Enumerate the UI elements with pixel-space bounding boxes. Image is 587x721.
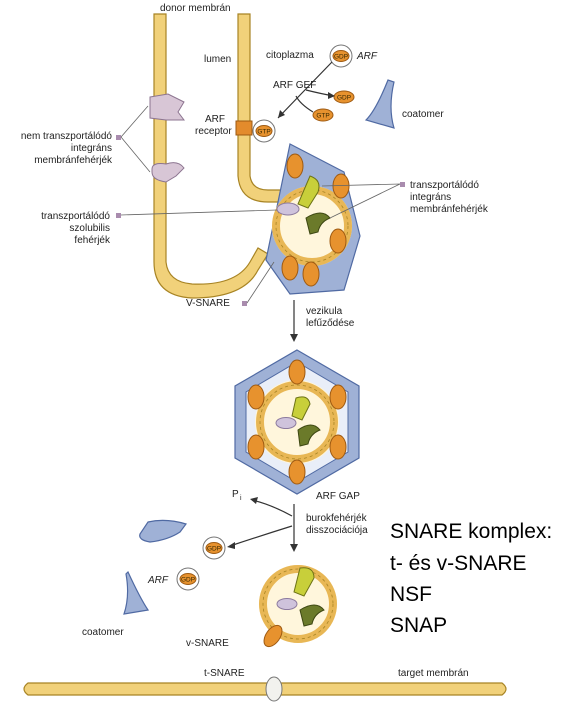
- gtp-bind-arrow: [295, 95, 314, 113]
- gdp-pill-bottom: GDP: [176, 567, 200, 591]
- coatomer-bottom-lower: [123, 570, 150, 615]
- donor-membrane-label: donor membrán: [160, 3, 231, 14]
- soluble-label-2: szolubilis: [69, 223, 110, 234]
- pointer-square-nontransported: [116, 135, 121, 140]
- svg-text:GDP: GDP: [181, 577, 195, 584]
- arf-receptor-label-2: receptor: [195, 126, 232, 137]
- uncoated-vesicle: [259, 565, 337, 648]
- uncoating-label-1: burokfehérjék: [306, 513, 368, 524]
- gdp-released: GDP: [333, 90, 355, 104]
- integral-label-2: integráns: [410, 192, 451, 203]
- lumen-label: lumen: [204, 54, 231, 65]
- gtp-pill-receptor: GTP: [252, 119, 276, 143]
- coatomer-bottom-upper: [139, 519, 187, 543]
- gdp-pill-top: GDP: [329, 44, 353, 68]
- pointer-square-integral: [400, 182, 405, 187]
- integral-label-3: membránfehérjék: [410, 204, 489, 215]
- cargo-yellow-green: [297, 175, 320, 209]
- snare-complex-line3: NSF: [390, 583, 432, 606]
- soluble-label-3: fehérjék: [74, 235, 111, 246]
- target-membrane-label: target membrán: [398, 668, 469, 679]
- pi-arrow: [251, 499, 293, 517]
- cytoplasm-label: citoplazma: [266, 50, 314, 61]
- vsnare-top-label: V-SNARE: [186, 298, 230, 309]
- svg-text:i: i: [240, 495, 242, 502]
- budding-vesicle: [265, 143, 361, 295]
- gtp-label: GTP: [257, 129, 270, 136]
- snare-complex-line4: SNAP: [390, 614, 447, 637]
- target-membrane: [23, 682, 507, 696]
- arf-top-label: ARF: [356, 51, 378, 62]
- non-transported-label-3: membránfehérjék: [34, 155, 113, 166]
- non-transported-protein-2: [151, 162, 185, 183]
- non-transported-label-2: integráns: [71, 143, 112, 154]
- arf-receptor: [235, 120, 253, 136]
- gdp-release-bottom-arrow: [229, 525, 293, 547]
- arf-gap-label: ARF GAP: [316, 491, 360, 502]
- pointer-square-vsnare: [242, 301, 247, 306]
- cargo-olive: [305, 212, 331, 235]
- svg-text:GDP: GDP: [337, 95, 351, 102]
- svg-text:GTP: GTP: [316, 113, 329, 120]
- pointer-square-soluble: [116, 213, 121, 218]
- coated-vesicle: [234, 349, 360, 495]
- arf-gef-label: ARF GEF: [273, 80, 316, 91]
- uncoating-label-2: disszociációja: [306, 525, 368, 536]
- integral-label-1: transzportálódó: [410, 180, 479, 191]
- budding-label-1: vezikula: [306, 306, 343, 317]
- pi-label: P: [232, 489, 239, 500]
- budding-label-2: lefűződése: [306, 318, 355, 329]
- coatomer-bottom-label: coatomer: [82, 627, 124, 638]
- coatomer-top-label: coatomer: [402, 109, 444, 120]
- gtp-free: GTP: [312, 108, 334, 122]
- donor-membrane-outer: [153, 13, 269, 299]
- coatomer-top-shape: [364, 79, 395, 129]
- tsnare-label: t-SNARE: [204, 668, 245, 679]
- snare-complex-title: SNARE komplex:: [390, 520, 552, 543]
- snare-complex-line2: t- és v-SNARE: [390, 552, 527, 575]
- gdp-pill-middle: GDP: [202, 536, 226, 560]
- vsnare-orange: [263, 624, 283, 648]
- arf-bottom-label: ARF: [147, 575, 169, 586]
- non-transported-protein-1: [149, 93, 185, 121]
- soluble-cargo: [276, 202, 300, 216]
- svg-text:GDP: GDP: [207, 546, 221, 553]
- non-transported-label-1: nem transzportálódó: [21, 131, 113, 142]
- soluble-label-1: transzportálódó: [41, 211, 110, 222]
- svg-text:GDP: GDP: [334, 54, 348, 61]
- arf-receptor-label-1: ARF: [205, 114, 225, 125]
- vsnare-bottom-label: v-SNARE: [186, 638, 229, 649]
- tsnare-protein: [265, 676, 283, 702]
